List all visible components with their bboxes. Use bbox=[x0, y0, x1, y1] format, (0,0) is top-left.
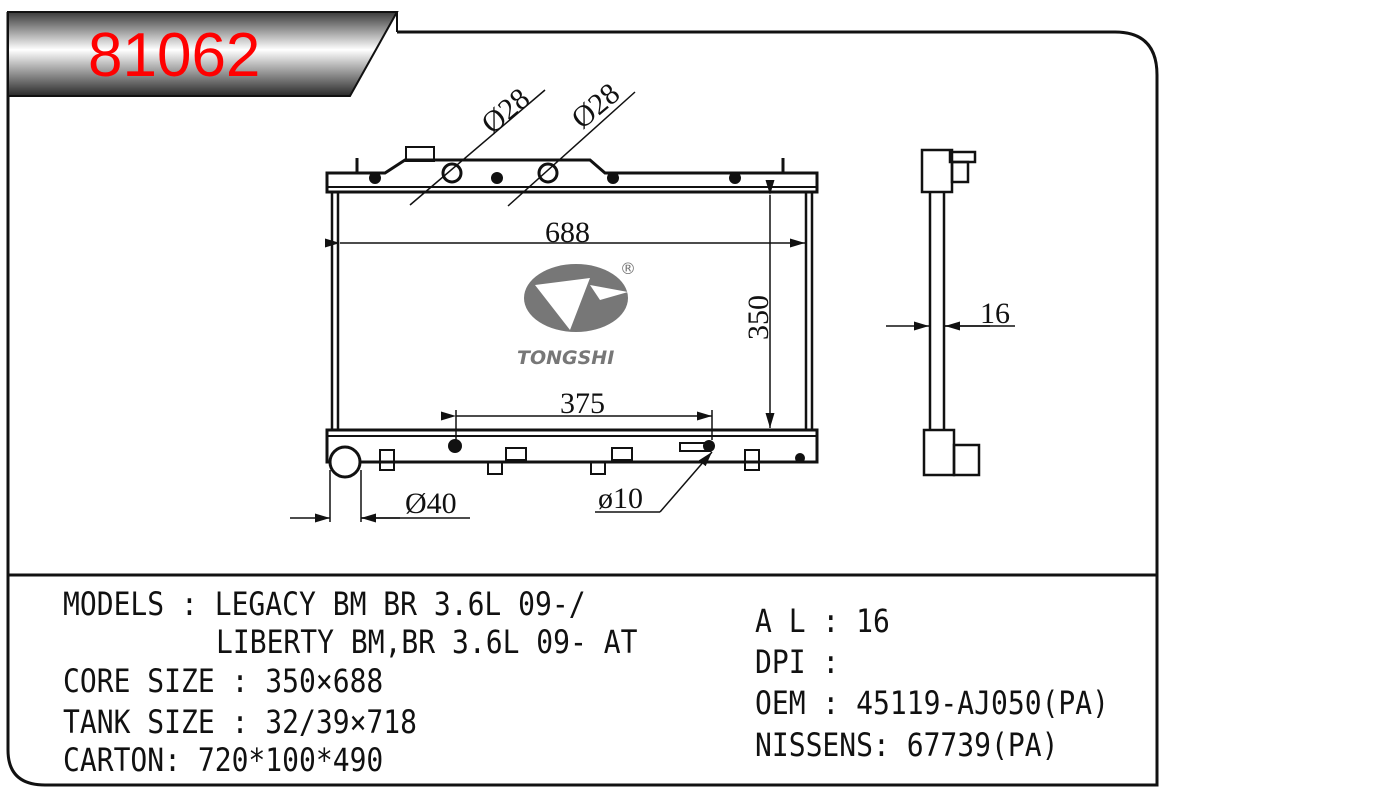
spec-al: A L : 16 bbox=[755, 602, 890, 640]
dim-drain: ø10 bbox=[598, 482, 643, 515]
part-number-tab bbox=[7, 11, 399, 97]
spec-dpi: DPI : bbox=[755, 643, 840, 681]
tongshi-logo: ® TONGSHI bbox=[517, 259, 636, 369]
spec-core-size: CORE SIZE : 350×688 bbox=[63, 662, 384, 700]
part-number: 81062 bbox=[88, 21, 260, 90]
spec-nissens: NISSENS: 67739(PA) bbox=[755, 726, 1059, 764]
dim-inlet-1: Ø28 bbox=[475, 82, 536, 140]
spec-models-line1: MODELS : LEGACY BM BR 3.6L 09-/ bbox=[63, 585, 586, 623]
dim-offset: 375 bbox=[560, 387, 605, 420]
dim-inlet-2: Ø28 bbox=[565, 77, 626, 135]
core bbox=[330, 192, 814, 430]
top-tank bbox=[325, 146, 819, 194]
svg-text:TONGSHI: TONGSHI bbox=[517, 347, 614, 369]
spec-oem: OEM : 45119-AJ050(PA) bbox=[755, 684, 1110, 722]
side-view bbox=[920, 148, 981, 477]
spec-tank-size: TANK SIZE : 32/39×718 bbox=[63, 703, 418, 741]
dim-thickness: 16 bbox=[980, 297, 1010, 330]
dim-core-width: 688 bbox=[545, 216, 590, 249]
bottom-tank bbox=[325, 428, 819, 479]
svg-text:®: ® bbox=[620, 259, 636, 278]
dim-outlet: Ø40 bbox=[405, 487, 457, 520]
spec-carton: CARTON: 720*100*490 bbox=[63, 741, 384, 779]
dim-core-height: 350 bbox=[742, 295, 775, 340]
spec-models-line2: LIBERTY BM,BR 3.6L 09- AT bbox=[216, 623, 638, 661]
frame-border bbox=[6, 12, 1159, 787]
